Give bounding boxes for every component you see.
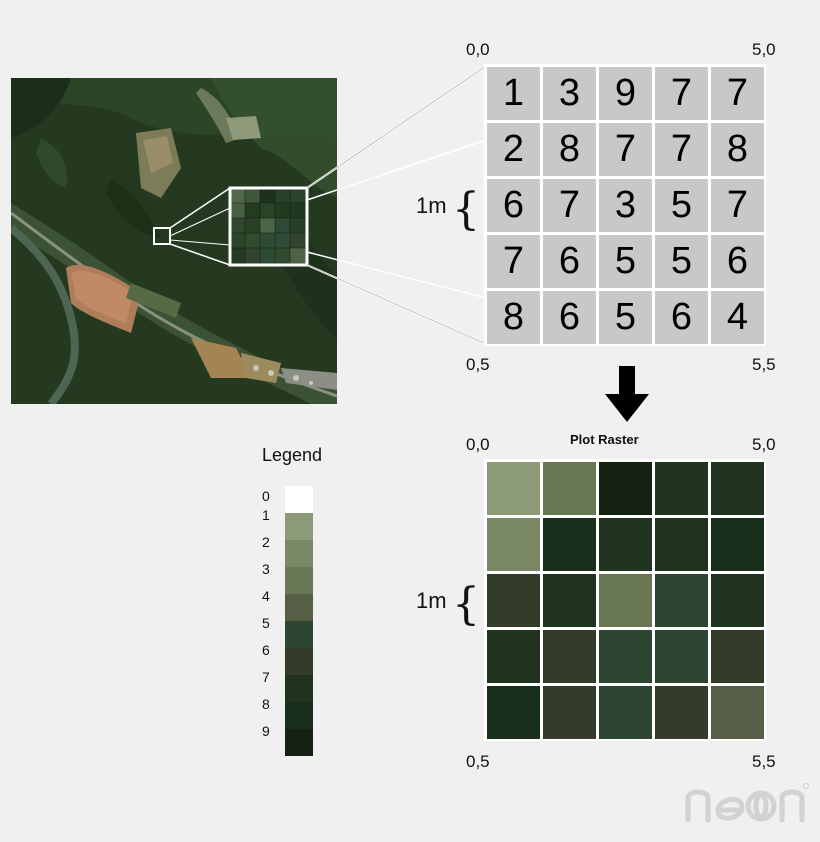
legend-swatch xyxy=(285,621,313,648)
raster-cell xyxy=(711,462,764,515)
raster-cell xyxy=(599,574,652,627)
grid-cell: 3 xyxy=(543,67,596,120)
legend-label: 5 xyxy=(262,615,270,631)
raster-cell xyxy=(711,518,764,571)
legend-title: Legend xyxy=(262,445,323,465)
raster-cell xyxy=(711,630,764,683)
legend-swatch xyxy=(285,486,313,513)
legend-label: 0 xyxy=(262,488,270,504)
legend-label: 6 xyxy=(262,642,270,658)
top-grid-brace-icon: { xyxy=(452,184,480,235)
grid-cell: 8 xyxy=(487,291,540,344)
raster-cell xyxy=(599,518,652,571)
raster-cell xyxy=(711,574,764,627)
top-grid-corner-bottom-left: 0,5 xyxy=(466,355,490,374)
raster-cell xyxy=(487,630,540,683)
grid-cell: 5 xyxy=(599,291,652,344)
plot-brace-icon: { xyxy=(452,579,480,630)
grid-cell: 7 xyxy=(711,67,764,120)
raster-cell xyxy=(543,574,596,627)
top-grid-corner-top-left: 0,0 xyxy=(466,40,490,59)
raster-cell xyxy=(543,518,596,571)
raster-cell xyxy=(543,686,596,739)
plot-raster-title: Plot Raster xyxy=(570,432,639,447)
raster-cell xyxy=(711,686,764,739)
legend-swatch xyxy=(285,648,313,675)
raster-cell xyxy=(655,462,708,515)
legend-swatch xyxy=(285,594,313,621)
plot-corner-bottom-right: 5,5 xyxy=(752,752,776,771)
plot-corner-bottom-left: 0,5 xyxy=(466,752,490,771)
legend-swatch xyxy=(285,567,313,594)
grid-cell: 8 xyxy=(543,123,596,176)
top-grid-scale-label: 1m xyxy=(416,193,447,218)
legend-swatch xyxy=(285,513,313,540)
legend-label: 2 xyxy=(262,534,270,550)
legend-label: 1 xyxy=(262,507,270,523)
plot-corner-top-left: 0,0 xyxy=(466,435,490,454)
top-grid-corner-top-right: 5,0 xyxy=(752,40,776,59)
grid-cell: 5 xyxy=(599,235,652,288)
grid-cell: 6 xyxy=(711,235,764,288)
raster-cell xyxy=(655,574,708,627)
legend-label: 9 xyxy=(262,723,270,739)
grid-cell: 5 xyxy=(655,235,708,288)
legend-swatch xyxy=(285,702,313,729)
grid-cell: 6 xyxy=(543,291,596,344)
legend-label: 7 xyxy=(262,669,270,685)
legend-swatch xyxy=(285,675,313,702)
grid-cell: 2 xyxy=(487,123,540,176)
top-grid-corner-bottom-right: 5,5 xyxy=(752,355,776,374)
grid-cell: 7 xyxy=(487,235,540,288)
raster-cell xyxy=(655,686,708,739)
raster-cell xyxy=(655,518,708,571)
grid-cell: 6 xyxy=(655,291,708,344)
aerial-image xyxy=(11,78,337,404)
legend-label: 8 xyxy=(262,696,270,712)
grid-cell: 6 xyxy=(543,235,596,288)
grid-cell: 5 xyxy=(655,179,708,232)
grid-cell: 9 xyxy=(599,67,652,120)
legend-label: 4 xyxy=(262,588,270,604)
legend-swatch xyxy=(285,729,313,756)
plot-raster-grid xyxy=(484,459,766,741)
raster-cell xyxy=(487,462,540,515)
grid-cell: 6 xyxy=(487,179,540,232)
plot-corner-top-right: 5,0 xyxy=(752,435,776,454)
grid-cell: 7 xyxy=(599,123,652,176)
grid-cell: 1 xyxy=(487,67,540,120)
down-arrow-icon xyxy=(605,366,649,422)
grid-cell: 7 xyxy=(655,67,708,120)
grid-cell: 7 xyxy=(711,179,764,232)
raster-cell xyxy=(487,686,540,739)
grid-cell: 8 xyxy=(711,123,764,176)
grid-cell: 3 xyxy=(599,179,652,232)
raster-cell xyxy=(655,630,708,683)
grid-cell: 7 xyxy=(543,179,596,232)
plot-scale-label: 1m xyxy=(416,588,447,613)
grid-cell: 4 xyxy=(711,291,764,344)
grid-cell: 7 xyxy=(655,123,708,176)
raster-cell xyxy=(543,462,596,515)
raster-cell xyxy=(487,574,540,627)
raster-cell xyxy=(543,630,596,683)
raster-cell xyxy=(599,630,652,683)
raster-cell xyxy=(599,686,652,739)
neon-logo xyxy=(685,783,809,823)
raster-cell xyxy=(487,518,540,571)
legend-label: 3 xyxy=(262,561,270,577)
legend-swatch xyxy=(285,540,313,567)
raster-cell xyxy=(599,462,652,515)
